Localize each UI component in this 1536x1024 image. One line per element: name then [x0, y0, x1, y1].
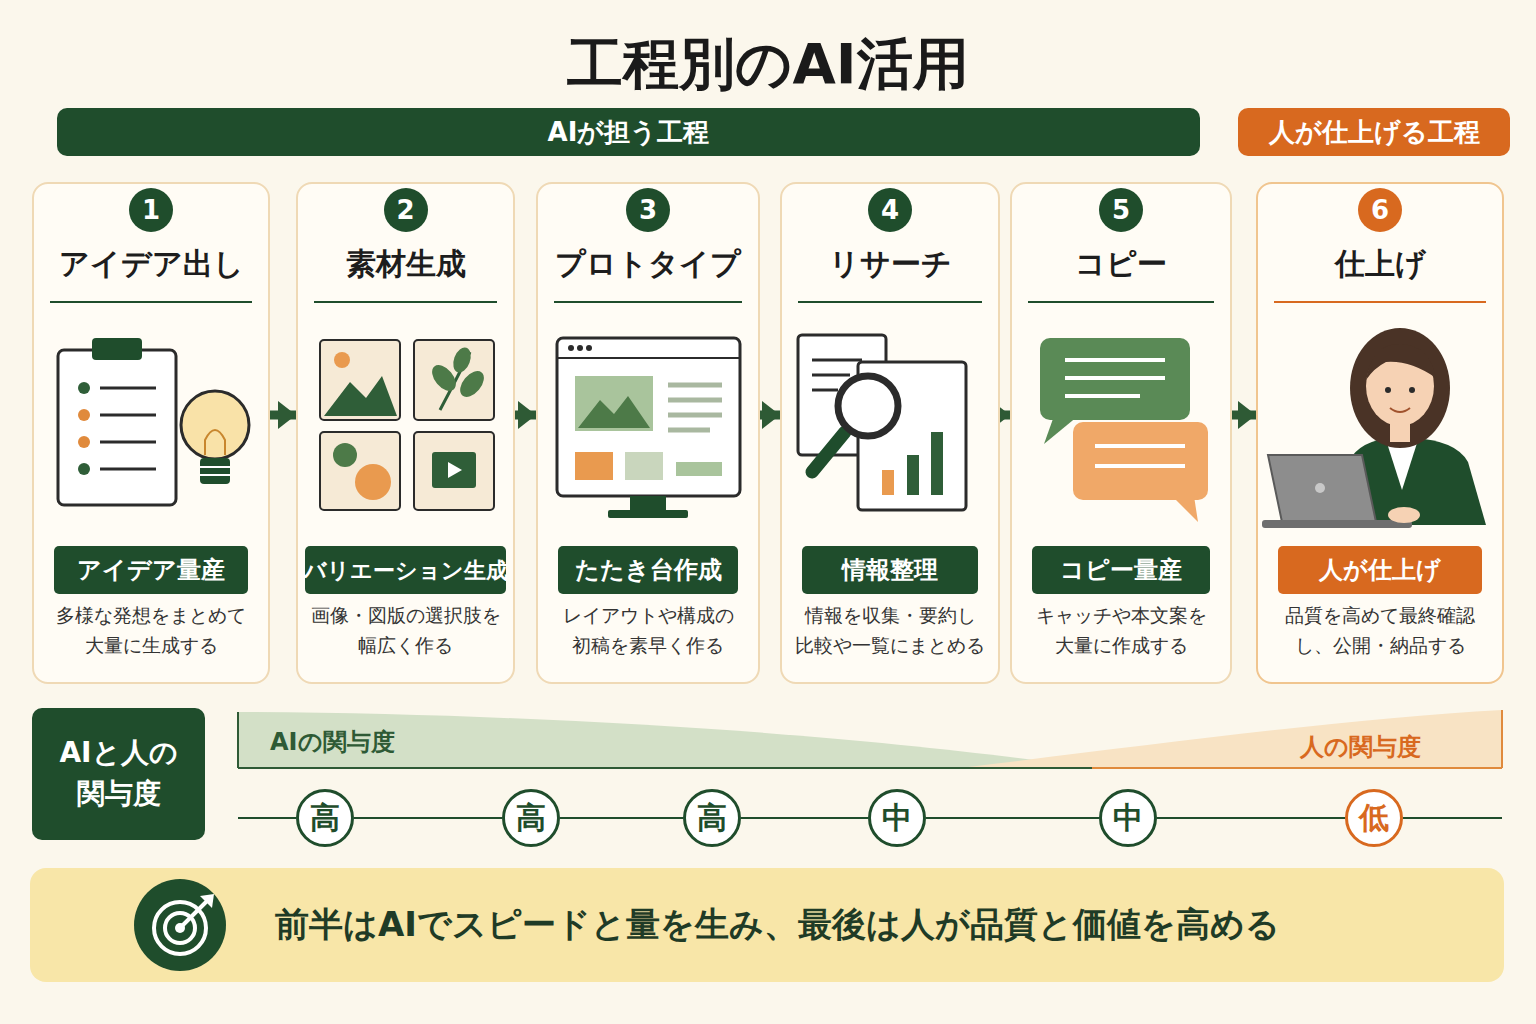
summary-banner: 前半はAIでスピードと量を生み、最後は人が品質と価値を高める	[30, 868, 1504, 982]
target-icon	[134, 879, 226, 971]
step-heading: リサーチ	[829, 244, 952, 284]
level-line	[238, 817, 296, 819]
step-heading: アイデア出し	[59, 244, 244, 284]
tag-label: 人が仕上げ	[1319, 554, 1441, 586]
step-heading: プロトタイプ	[555, 244, 741, 284]
tag-label: バリエーション生成	[304, 556, 508, 585]
flow-arrow	[1232, 411, 1256, 420]
callout-number: 1	[142, 195, 160, 225]
step-tag: アイデア量産	[54, 546, 248, 594]
step-number: 2	[384, 188, 428, 232]
phase-band: 人が仕上げる工程	[1238, 108, 1510, 156]
step-tag: 人が仕上げ	[1278, 546, 1482, 594]
process-card: アイデア出し多様な発想をまとめて 大量に生成する 1 アイデア量産	[32, 182, 270, 684]
callout-number: 2	[396, 195, 414, 225]
level-circle: 高	[683, 789, 741, 847]
callout-number: 3	[639, 195, 657, 225]
callout-number: 6	[1371, 195, 1389, 225]
involvement-box: AIと人の 関与度	[32, 708, 205, 840]
wedge-edge	[237, 712, 239, 768]
level-text: 高	[697, 798, 727, 839]
ai-involvement-wedge	[238, 712, 1092, 768]
involvement-label: AIの関与度	[270, 726, 395, 758]
step-description: 画像・図版の選択肢を 幅広く作る	[306, 600, 505, 660]
process-card: 仕上げ品質を高めて最終確認 し、公開・納品する 6 人が仕上げ	[1256, 182, 1504, 684]
step-heading: 素材生成	[346, 244, 466, 284]
level-link	[741, 817, 868, 819]
step-heading: コピー	[1075, 244, 1167, 284]
step-tag: コピー量産	[1032, 546, 1210, 594]
level-text: 中	[1113, 798, 1143, 839]
level-line	[1403, 817, 1502, 819]
step-description: キャッチや本文案を 大量に作成する	[1020, 600, 1222, 660]
step-tag: 情報整理	[802, 546, 978, 594]
level-circle: 高	[502, 789, 560, 847]
level-text: 中	[882, 798, 912, 839]
idea-icon	[58, 338, 249, 505]
callout-number: 5	[1112, 195, 1130, 225]
wedge-edge	[1501, 710, 1503, 768]
step-number: 3	[626, 188, 670, 232]
box-label: AIと人の 関与度	[42, 733, 195, 814]
process-card: 素材生成画像・図版の選択肢を 幅広く作る 2 バリエーション生成	[296, 182, 515, 684]
prototype-icon	[557, 338, 740, 518]
step-number: 6	[1358, 188, 1402, 232]
level-circle: 中	[868, 789, 926, 847]
level-text: 低	[1359, 798, 1389, 839]
level-circle: 中	[1099, 789, 1157, 847]
diagram-title: 工程別のAI活用	[0, 28, 1536, 100]
process-card: コピーキャッチや本文案を 大量に作成する 5 コピー量産	[1010, 182, 1232, 684]
flow-arrow	[760, 411, 780, 420]
callout-number: 4	[881, 195, 899, 225]
step-heading: 仕上げ	[1335, 244, 1426, 284]
process-card: プロトタイプレイアウトや構成の 初稿を素早く作る 3 たたき台作成	[536, 182, 760, 684]
wedge-base	[1092, 767, 1502, 769]
level-text: 高	[310, 798, 340, 839]
material-icon	[320, 340, 494, 510]
flow-arrow	[1000, 411, 1010, 420]
step-description: 情報を収集・要約し 比較や一覧にまとめる	[790, 600, 990, 660]
step-number: 1	[129, 188, 173, 232]
step-description: 品質を高めて最終確認 し、公開・納品する	[1266, 600, 1494, 660]
tag-label: 情報整理	[842, 554, 938, 586]
step-description: 多様な発想をまとめて 大量に生成する	[42, 600, 260, 660]
level-link	[926, 817, 1099, 819]
copy-icon	[1040, 338, 1208, 522]
step-tag: バリエーション生成	[305, 546, 506, 594]
step-tag: たたき台作成	[558, 546, 738, 594]
level-circle: 高	[296, 789, 354, 847]
level-circle: 低	[1345, 789, 1403, 847]
band-label: 人が仕上げる工程	[1269, 115, 1480, 150]
flow-arrow	[270, 411, 296, 420]
summary-text: 前半はAIでスピードと量を生み、最後は人が品質と価値を高める	[275, 902, 1280, 948]
band-label: AIが担う工程	[548, 115, 710, 150]
phase-band: AIが担う工程	[57, 108, 1200, 156]
tag-label: アイデア量産	[77, 554, 225, 586]
card-dividers	[50, 301, 1486, 303]
person-icon	[1262, 328, 1486, 528]
level-link	[354, 817, 502, 819]
research-icon	[798, 335, 966, 510]
step-description: レイアウトや構成の 初稿を素早く作る	[546, 600, 750, 660]
tag-label: コピー量産	[1060, 554, 1182, 586]
step-number: 4	[868, 188, 912, 232]
step-number: 5	[1099, 188, 1143, 232]
tag-label: たたき台作成	[575, 554, 722, 586]
process-card: リサーチ情報を収集・要約し 比較や一覧にまとめる 4 情報整理	[780, 182, 1000, 684]
level-text: 高	[516, 798, 546, 839]
human-involvement-wedge	[960, 710, 1502, 768]
level-link	[560, 817, 683, 819]
flow-arrow	[515, 411, 536, 420]
involvement-label: 人の関与度	[1300, 731, 1421, 763]
level-link	[1157, 817, 1345, 819]
wedge-base	[238, 767, 1092, 769]
